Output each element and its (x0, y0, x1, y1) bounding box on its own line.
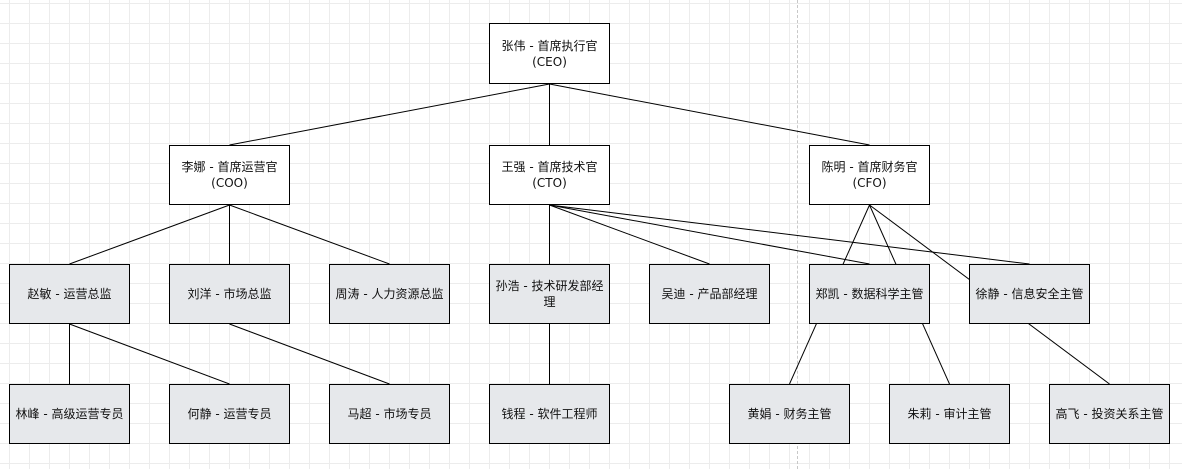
page-break-line (797, 0, 798, 469)
node-huangjuan[interactable]: 黄娟 - 财务主管 (729, 384, 850, 444)
node-zhoutao[interactable]: 周涛 - 人力资源总监 (329, 264, 450, 324)
node-hejing[interactable]: 何静 - 运营专员 (169, 384, 290, 444)
node-label: 陈明 - 首席财务官 (CFO) (821, 160, 918, 190)
node-cto[interactable]: 王强 - 首席技术官 (CTO) (489, 145, 610, 205)
node-label: 钱程 - 软件工程师 (501, 407, 598, 421)
node-label: 王强 - 首席技术官 (CTO) (501, 160, 598, 190)
node-label: 吴迪 - 产品部经理 (661, 287, 758, 301)
node-liuyang[interactable]: 刘洋 - 市场总监 (169, 264, 290, 324)
node-qiancheng[interactable]: 钱程 - 软件工程师 (489, 384, 610, 444)
node-linfeng[interactable]: 林峰 - 高级运营专员 (9, 384, 130, 444)
node-label: 张伟 - 首席执行官 (CEO) (501, 38, 598, 69)
node-coo[interactable]: 李娜 - 首席运营官 (COO) (169, 145, 290, 205)
node-gaofei[interactable]: 高飞 - 投资关系主管 (1049, 384, 1170, 444)
node-sunhao[interactable]: 孙浩 - 技术研发部经 理 (489, 264, 610, 324)
node-machao[interactable]: 马超 - 市场专员 (329, 384, 450, 444)
node-label: 高飞 - 投资关系主管 (1055, 407, 1164, 421)
connector-coo-zhaomin (69, 204, 230, 265)
connector-cto-xujing (549, 204, 1030, 265)
node-wudi[interactable]: 吴迪 - 产品部经理 (649, 264, 770, 324)
connector-cto-wudi (549, 204, 710, 265)
node-label: 马超 - 市场专员 (347, 407, 432, 421)
connector-zhaomin-hejing (69, 323, 230, 385)
node-zhuli[interactable]: 朱莉 - 审计主管 (889, 384, 1010, 444)
node-label: 李娜 - 首席运营官 (COO) (181, 160, 278, 190)
node-label: 何静 - 运营专员 (187, 407, 272, 421)
connector-ceo-coo (229, 83, 550, 146)
connector-cto-zhengkai (549, 204, 870, 265)
node-label: 刘洋 - 市场总监 (187, 287, 272, 301)
connector-coo-zhoutao (229, 204, 390, 265)
node-zhengkai[interactable]: 郑凯 - 数据科学主管 (809, 264, 930, 324)
node-label: 徐静 - 信息安全主管 (975, 287, 1084, 301)
node-cfo[interactable]: 陈明 - 首席财务官 (CFO) (809, 145, 930, 205)
connector-liuyang-machao (229, 323, 390, 385)
node-xujing[interactable]: 徐静 - 信息安全主管 (969, 264, 1090, 324)
node-label: 郑凯 - 数据科学主管 (815, 287, 924, 301)
node-label: 孙浩 - 技术研发部经 理 (495, 279, 604, 309)
node-label: 朱莉 - 审计主管 (907, 407, 992, 421)
node-zhaomin[interactable]: 赵敏 - 运营总监 (9, 264, 130, 324)
node-label: 赵敏 - 运营总监 (27, 287, 112, 301)
node-label: 周涛 - 人力资源总监 (335, 287, 444, 301)
node-label: 林峰 - 高级运营专员 (15, 407, 124, 421)
node-ceo[interactable]: 张伟 - 首席执行官 (CEO) (489, 23, 610, 84)
connector-ceo-cfo (549, 83, 870, 146)
node-label: 黄娟 - 财务主管 (747, 407, 832, 421)
